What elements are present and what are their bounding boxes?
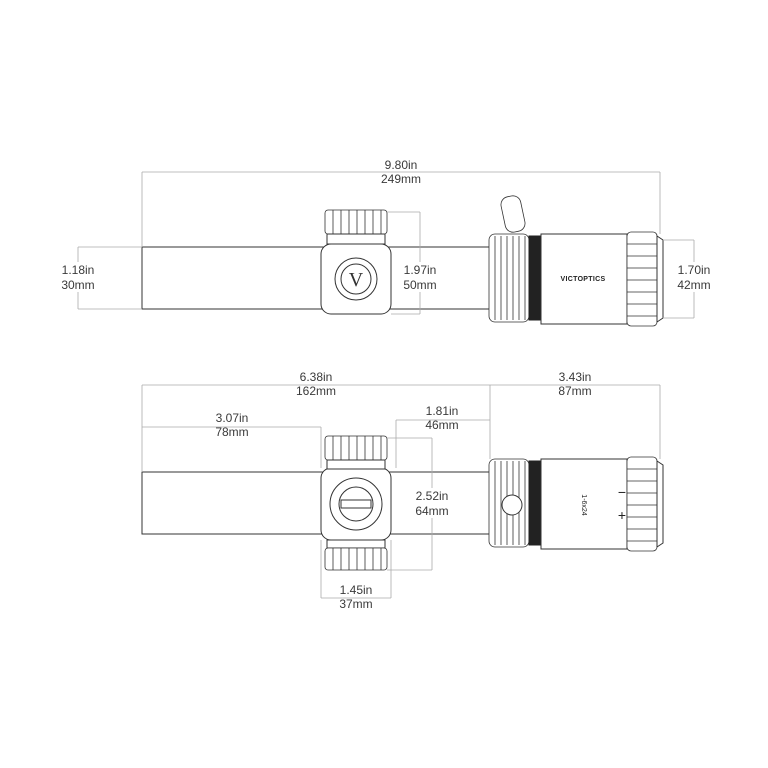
throw-lever xyxy=(500,195,526,233)
turret-to-eyebell-imperial: 1.81in xyxy=(426,404,459,418)
logo-v-mark: V xyxy=(349,269,364,291)
elevation-turret-side xyxy=(324,435,388,461)
side-view-scope: 1-6x24 + − xyxy=(141,435,664,571)
throw-lever-base xyxy=(501,494,523,516)
elevation-turret-knurl xyxy=(324,209,388,235)
front-to-turret-metric: 78mm xyxy=(215,425,248,439)
diopter-ring-side xyxy=(626,456,658,552)
turret-width-metric: 37mm xyxy=(339,597,372,611)
turret-span-metric: 64mm xyxy=(415,504,448,518)
eyepiece-length-metric: 87mm xyxy=(558,384,591,398)
power-ring-band-top xyxy=(528,235,542,321)
turret-width-imperial: 1.45in xyxy=(340,583,373,597)
overall-length-metric: 249mm xyxy=(381,172,421,186)
tube-diameter-imperial: 1.18in xyxy=(62,263,95,277)
front-to-eyebell-imperial: 6.38in xyxy=(300,370,333,384)
side-view-dimensions xyxy=(141,384,661,599)
eyepiece-diameter-imperial: 1.70in xyxy=(678,263,711,277)
tube-diameter-metric: 30mm xyxy=(61,278,94,292)
turret-span-imperial: 2.52in xyxy=(416,489,449,503)
front-to-turret-imperial: 3.07in xyxy=(216,411,249,425)
model-marking: 1-6x24 xyxy=(580,494,587,516)
front-to-eyebell-metric: 162mm xyxy=(296,384,336,398)
eyebell-side xyxy=(656,460,664,548)
turret-scale-top xyxy=(326,233,386,245)
brand-label: VICTOPTICS xyxy=(561,276,606,283)
turret-to-eyebell-metric: 46mm xyxy=(425,418,458,432)
eyepiece-body-side xyxy=(540,458,628,550)
eyepiece-diameter-metric: 42mm xyxy=(677,278,710,292)
eyepiece-body-top xyxy=(540,233,628,325)
eyepiece-length-imperial: 3.43in xyxy=(559,370,592,384)
minus-marking: − xyxy=(618,484,626,500)
diopter-ring-top xyxy=(626,231,658,327)
eyebell-top xyxy=(656,235,664,323)
windage-slot xyxy=(340,499,372,509)
top-view-scope: V VICTOPTICS xyxy=(141,195,664,327)
bottom-turret-side xyxy=(324,547,388,571)
overall-length-imperial: 9.80in xyxy=(385,158,418,172)
plus-marking: + xyxy=(618,507,626,523)
turret-height-metric: 50mm xyxy=(403,278,436,292)
turret-height-imperial: 1.97in xyxy=(404,263,437,277)
